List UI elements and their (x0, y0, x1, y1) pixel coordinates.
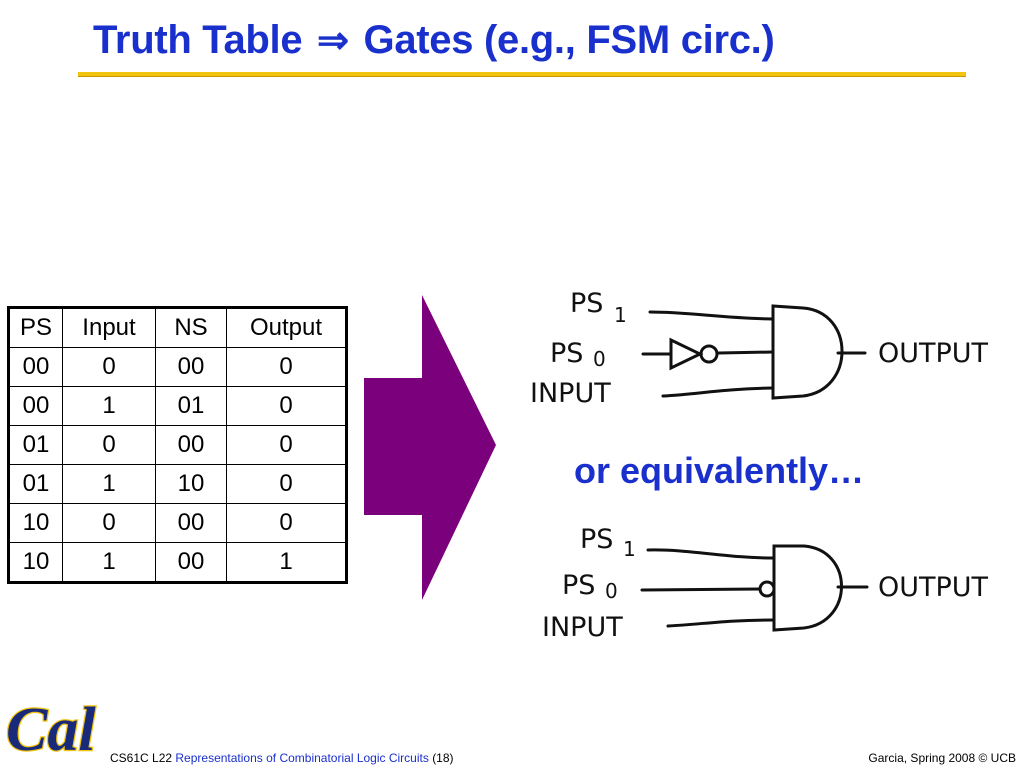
not-gate-triangle (669, 337, 704, 371)
ps1-label: PS (570, 288, 603, 319)
table-row: 01 1 10 0 (8, 464, 347, 504)
table-row: 00 1 01 0 (8, 386, 347, 426)
truth-table: PS Input NS Output 00 0 00 0 00 1 01 0 0… (7, 306, 348, 584)
cal-logo: Cal (5, 695, 98, 764)
cell-ns: 00 (155, 503, 227, 543)
implies-arrow-icon: ⇒ (317, 20, 349, 62)
circuit-2-wires (640, 544, 869, 632)
cell-ps: 00 (8, 347, 63, 387)
cell-output: 1 (226, 542, 347, 583)
big-right-arrow-shape (364, 295, 496, 600)
and-gate-body (771, 304, 844, 400)
footer-page-number: (18) (432, 751, 454, 765)
cell-ns: 01 (155, 386, 227, 426)
output-label: OUTPUT (878, 572, 989, 603)
cell-output: 0 (226, 464, 347, 504)
truth-table-header: PS Input NS Output (8, 307, 347, 348)
table-row: 10 1 00 1 (8, 542, 347, 583)
ps1-subscript: 1 (614, 303, 627, 327)
cell-input: 0 (62, 425, 156, 465)
header-output: Output (226, 307, 347, 348)
ps0-wire-out (717, 350, 775, 355)
cell-input: 0 (62, 347, 156, 387)
input-wire (666, 618, 776, 628)
slide-title: Truth Table ⇒ Gates (e.g., FSM circ.) (93, 18, 775, 63)
ps0-label: PS (562, 570, 595, 601)
cell-ps: 10 (8, 503, 63, 543)
input-label: INPUT (530, 378, 611, 409)
header-ps: PS (8, 307, 63, 348)
cell-input: 1 (62, 542, 156, 583)
circuit-diagram-2: PS 1 PS 0 INPUT OUTPUT (542, 524, 989, 643)
ps0-wire (640, 587, 762, 592)
circuit-1-wires (641, 304, 867, 400)
ps0-label: PS (550, 338, 583, 369)
table-row: 10 0 00 0 (8, 503, 347, 543)
header-input: Input (62, 307, 156, 348)
inverted-input-bubble-icon (758, 580, 776, 598)
cell-input: 0 (62, 503, 156, 543)
cell-output: 0 (226, 386, 347, 426)
cell-ns: 00 (155, 542, 227, 583)
footer-credit: Garcia, Spring 2008 © UCB (868, 751, 1016, 765)
cell-input: 1 (62, 464, 156, 504)
footer-left: CS61C L22 Representations of Combinatori… (110, 751, 454, 765)
not-gate-bubble (699, 344, 719, 364)
title-underline (78, 72, 966, 77)
table-row: 01 0 00 0 (8, 425, 347, 465)
cell-ns: 10 (155, 464, 227, 504)
cell-ps: 10 (8, 542, 63, 583)
header-ns: NS (155, 307, 227, 348)
table-header-row: PS Input NS Output (8, 307, 347, 348)
circuit-diagram-1: PS 1 PS 0 INPUT OUTPUT (530, 288, 989, 409)
cell-ns: 00 (155, 425, 227, 465)
ps1-wire (648, 310, 775, 321)
ps0-subscript: 0 (605, 579, 618, 603)
title-part2: Gates (e.g., FSM circ.) (363, 18, 775, 62)
input-wire (661, 386, 775, 398)
big-right-arrow-icon (364, 295, 496, 600)
cell-ps: 01 (8, 464, 63, 504)
and-gate-body (772, 544, 843, 632)
cell-ps: 00 (8, 386, 63, 426)
footer-course: CS61C L22 (110, 751, 173, 765)
cell-ps: 01 (8, 425, 63, 465)
cell-input: 1 (62, 386, 156, 426)
cell-output: 0 (226, 347, 347, 387)
or-equivalently-text: or equivalently… (574, 450, 865, 491)
cal-logo-text: Cal (6, 696, 96, 764)
footer-lecture-title: Representations of Combinatorial Logic C… (175, 751, 429, 765)
table-row: 00 0 00 0 (8, 347, 347, 387)
cell-output: 0 (226, 425, 347, 465)
not-gate-icon (669, 337, 719, 371)
output-label: OUTPUT (878, 338, 989, 369)
ps1-subscript: 1 (623, 537, 636, 561)
truth-table-body: 00 0 00 0 00 1 01 0 01 0 00 0 01 1 10 0 … (8, 347, 347, 583)
title-part1: Truth Table (93, 18, 303, 62)
ps1-wire (646, 548, 776, 560)
input-label: INPUT (542, 612, 623, 643)
cell-output: 0 (226, 503, 347, 543)
ps0-subscript: 0 (593, 347, 606, 371)
ps1-label: PS (580, 524, 613, 555)
cell-ns: 00 (155, 347, 227, 387)
